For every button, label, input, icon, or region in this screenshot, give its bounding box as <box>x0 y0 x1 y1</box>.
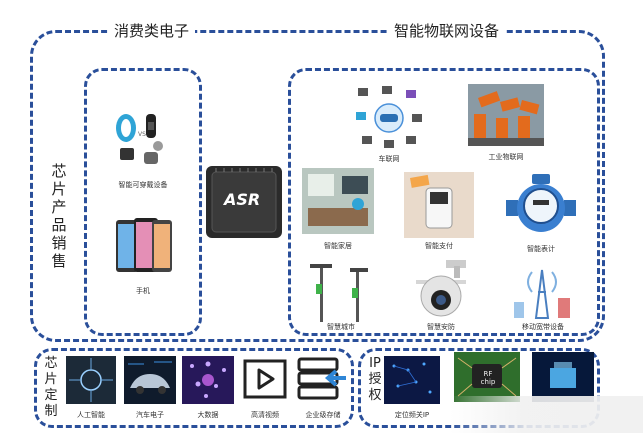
asr-chip-logo: ASR <box>224 190 261 209</box>
car-electronics-caption: 汽车电子 <box>136 411 164 419</box>
smartphones-image <box>114 218 174 274</box>
hd-video-caption: 高清视频 <box>251 411 279 419</box>
asr-chip: ASR <box>206 166 282 238</box>
smart-meter-caption: 智能表计 <box>527 245 555 253</box>
cell-tower-image <box>510 262 574 320</box>
iot-devices-frame <box>288 68 600 336</box>
smart-home-image <box>302 168 374 234</box>
enterprise-storage-caption: 企业级存储 <box>305 411 341 419</box>
rf-chip-image: RF chip <box>454 352 520 402</box>
chip-custom-frame <box>34 348 354 428</box>
street-lamps-image <box>306 260 376 322</box>
play-video-icon <box>242 358 288 400</box>
chip-custom-label: 芯片定制 <box>44 356 58 419</box>
payment-terminal-image <box>404 172 474 238</box>
iot-devices-title: 智能物联网设备 <box>388 20 506 41</box>
car-electronics-image <box>124 356 176 404</box>
mobile-broadband-caption: 移动宽带设备 <box>522 323 564 331</box>
consumer-electronics-frame <box>84 68 202 336</box>
rf-chip-label: RF chip <box>480 370 496 386</box>
smart-payment-caption: 智能支付 <box>425 242 453 250</box>
wearable-devices-caption: 智能可穿戴设备 <box>118 181 168 189</box>
security-camera-image <box>408 258 474 320</box>
connected-car-network-image <box>352 82 426 152</box>
ip-license-label: IP授权 <box>368 356 382 403</box>
industrial-robots-image <box>468 84 544 146</box>
chip-products-frame <box>30 30 605 342</box>
chip-products-label: 芯片产品销售 <box>51 162 67 270</box>
ai-chip-image <box>66 356 116 404</box>
connected-car-network-caption: 车联网 <box>378 155 400 163</box>
ai-caption: 人工智能 <box>77 411 105 419</box>
smart-city-caption: 智慧城市 <box>327 323 355 331</box>
positioning-ip-caption: 定位频关IP <box>394 411 430 419</box>
svg-text:VS.: VS. <box>138 131 148 138</box>
circuit-board-image <box>384 356 440 404</box>
water-meter-image <box>506 170 576 240</box>
big-data-caption: 大数据 <box>197 411 219 419</box>
smart-security-caption: 智慧安防 <box>427 323 455 331</box>
glowing-chip-image <box>532 352 594 402</box>
storage-server-icon <box>296 356 348 402</box>
big-data-image <box>182 356 234 404</box>
smart-home-caption: 智能家居 <box>324 242 352 250</box>
wearable-devices-image: VS. <box>112 108 172 174</box>
smartphones-caption: 手机 <box>136 287 150 295</box>
watermark-fade <box>450 396 643 433</box>
consumer-electronics-title: 消费类电子 <box>108 20 196 41</box>
industrial-iot-caption: 工业物联网 <box>488 153 524 161</box>
